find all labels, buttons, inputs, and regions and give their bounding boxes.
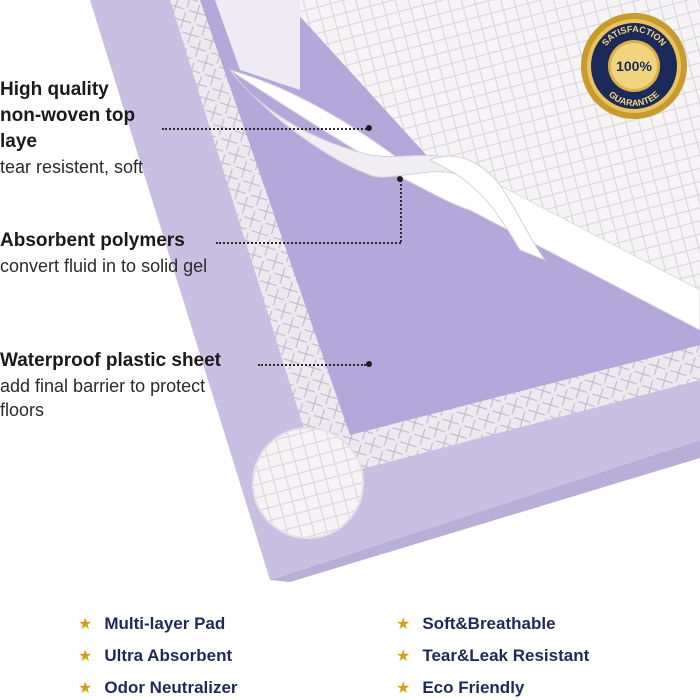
callout-waterproof-layer: Waterproof plastic sheet add final barri… <box>0 348 260 422</box>
peeled-second-curl <box>428 155 547 262</box>
leader-line-bot <box>258 364 366 366</box>
callout-top-layer: High quality non-woven top laye tear res… <box>0 77 165 179</box>
callout-top-title-line-3: laye <box>0 131 37 152</box>
leader-line-mid <box>216 242 401 244</box>
callout-top-title-line-2: non-woven top <box>0 105 136 126</box>
badge-center-text: 100% <box>616 58 652 74</box>
star-icon: ★ <box>78 616 93 633</box>
callout-mid-desc: convert fluid in to solid gel <box>0 256 208 276</box>
leader-line-top <box>162 128 367 130</box>
star-icon: ★ <box>78 648 93 665</box>
callout-top-title-line-1: High quality <box>0 79 109 100</box>
callout-bot-desc-line-1: add final barrier to protect <box>0 376 206 396</box>
stitched-border <box>170 0 700 480</box>
callout-top-desc: tear resistent, soft <box>0 157 144 177</box>
leader-line-mid-vertical <box>400 180 402 242</box>
feature-item: ★Ultra Absorbent <box>78 646 233 665</box>
feature-item: ★Tear&Leak Resistant <box>396 646 590 665</box>
top-sheet-highlight <box>215 0 300 90</box>
leader-dot-mid <box>397 176 403 182</box>
leader-dot-top <box>366 125 372 131</box>
feature-item: ★Soft&Breathable <box>396 614 556 633</box>
callout-bot-desc-line-2: floors <box>0 400 45 420</box>
satisfaction-guarantee-badge: SATISFACTION GUARANTEE 100% <box>581 13 687 119</box>
feature-item: ★Odor Neutralizer <box>78 678 238 697</box>
feature-item: ★Multi-layer Pad <box>78 614 226 633</box>
star-icon: ★ <box>396 648 411 665</box>
feature-list: ★Multi-layer Pad ★Ultra Absorbent ★Odor … <box>0 600 700 700</box>
star-icon: ★ <box>396 616 411 633</box>
leader-dot-bot <box>366 361 372 367</box>
star-icon: ★ <box>396 680 411 697</box>
feature-item: ★Eco Friendly <box>396 678 525 697</box>
callout-absorbent-layer: Absorbent polymers convert fluid in to s… <box>0 228 260 278</box>
star-icon: ★ <box>78 680 93 697</box>
texture-zoom-circle <box>252 427 364 539</box>
peeled-top-layer <box>229 69 700 331</box>
callout-mid-title: Absorbent polymers <box>0 230 185 251</box>
callout-bot-title: Waterproof plastic sheet <box>0 350 222 371</box>
outer-pad-edge <box>270 440 700 582</box>
